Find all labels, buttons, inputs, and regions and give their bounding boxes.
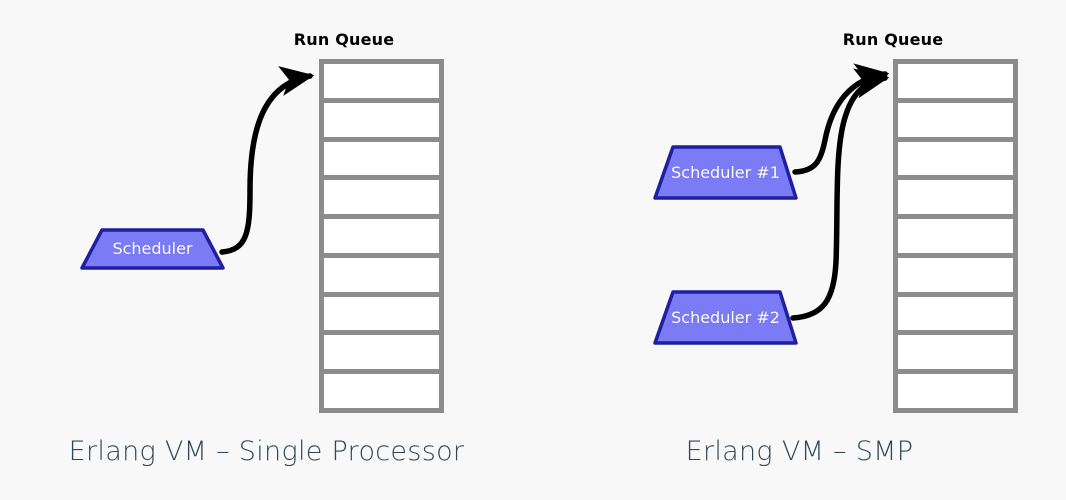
queue-cell — [898, 141, 1013, 176]
arrow-scheduler1-to-queue — [792, 63, 890, 175]
queue-cell — [324, 335, 439, 370]
panel-caption: Erlang VM – SMP — [685, 436, 914, 467]
panel-smp: Run Queue Scheduler #1 Scheduler #2 — [533, 0, 1066, 500]
queue-cell — [898, 296, 1013, 331]
arrow-scheduler-to-queue — [219, 66, 315, 255]
run-queue — [893, 59, 1018, 413]
scheduler-trapezoid-icon — [80, 228, 225, 270]
panel-caption: Erlang VM – Single Processor — [68, 436, 465, 467]
scheduler-label: Scheduler #2 — [671, 307, 780, 327]
queue-cell — [324, 141, 439, 176]
queue-cell — [898, 335, 1013, 370]
queue-cell — [898, 257, 1013, 292]
scheduler-trapezoid-icon — [653, 290, 798, 345]
scheduler-node[interactable]: Scheduler — [80, 228, 225, 270]
run-queue-label: Run Queue — [293, 30, 395, 49]
queue-cell — [324, 296, 439, 331]
panel-single-processor: Run Queue Scheduler — [68, 30, 465, 467]
queue-cell — [324, 102, 439, 137]
scheduler-node-1[interactable]: Scheduler #1 — [653, 145, 798, 200]
queue-cell — [324, 374, 439, 409]
queue-cell — [898, 64, 1013, 98]
scheduler-label: Scheduler #1 — [671, 162, 780, 182]
run-queue-label: Run Queue — [842, 30, 944, 49]
queue-cell — [898, 102, 1013, 137]
scheduler-label: Scheduler — [112, 239, 193, 258]
queue-cell — [898, 180, 1013, 215]
arrow-scheduler2-to-queue — [790, 68, 890, 321]
queue-cell — [324, 180, 439, 215]
queue-cell — [898, 374, 1013, 409]
queue-cell — [324, 219, 439, 253]
queue-cell — [324, 257, 439, 292]
run-queue — [319, 59, 444, 413]
scheduler-node-2[interactable]: Scheduler #2 — [653, 290, 798, 345]
queue-cell — [324, 64, 439, 98]
queue-cell — [898, 219, 1013, 253]
